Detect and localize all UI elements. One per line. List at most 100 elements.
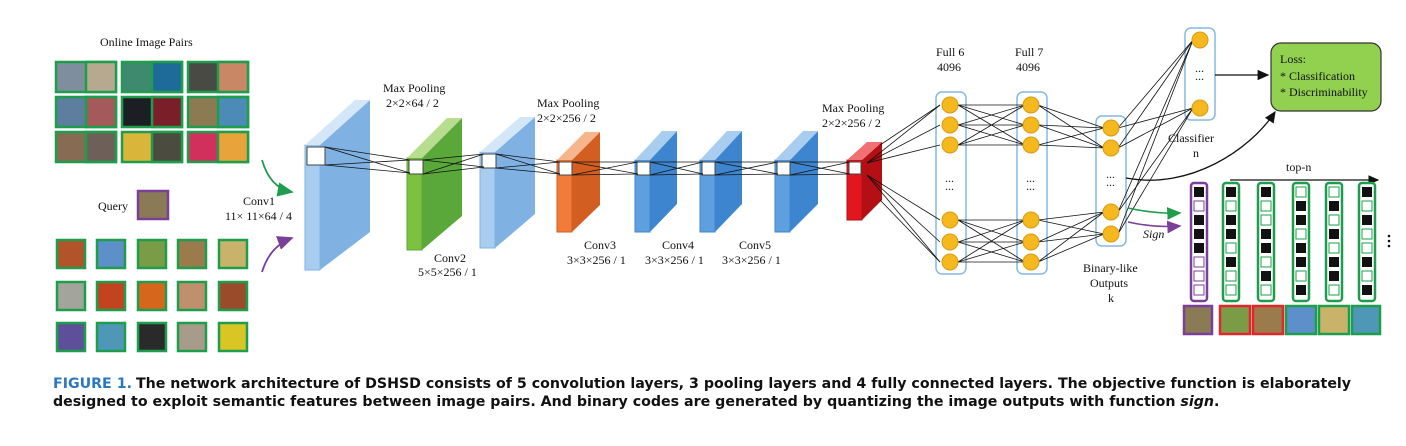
conv2b-block [479, 117, 535, 249]
retrieved-image [1317, 304, 1351, 336]
fc7-node [1022, 116, 1040, 134]
classifier-n: n [1193, 146, 1199, 160]
fc7-node [1022, 233, 1040, 251]
database-image [136, 321, 168, 353]
conv1-label: Conv1 [243, 194, 275, 208]
fc6-ellipsis: ... [945, 179, 954, 193]
retrieved-hash-code [1357, 181, 1377, 303]
conv3-label: Conv3 [584, 238, 616, 252]
conv1-spec: 11× 11×64 / 4 [225, 209, 292, 223]
loss-item-classification: * Classification [1280, 69, 1355, 83]
binary-node [1102, 225, 1120, 243]
database-image [136, 280, 168, 312]
database-image [55, 321, 87, 353]
binary-ellipsis: ... [1106, 167, 1115, 181]
retrieved-image [1350, 304, 1382, 336]
full6-size: 4096 [937, 60, 961, 74]
binary-ellipsis: ... [1106, 175, 1115, 189]
fc7-node [1022, 96, 1040, 114]
image-pair-thumb [120, 60, 184, 94]
query-label: Query [98, 199, 128, 213]
image-pair-thumb [186, 130, 250, 164]
sign-arrow-green [1127, 207, 1182, 220]
pool2-spec: 2×2×256 / 2 [537, 111, 596, 125]
database-image [95, 321, 127, 353]
binary-outputs-k: k [1108, 291, 1114, 305]
image-pair-thumb [54, 95, 118, 129]
fc-connection-lines [866, 39, 1194, 263]
more-codes-ellipsis-icon [1387, 234, 1391, 248]
retrieved-hash-code [1324, 181, 1344, 303]
retrieved-images-row [1182, 304, 1382, 336]
database-image [176, 321, 208, 353]
fc7-node [1022, 211, 1040, 229]
loss-item-discriminability: * Discriminability [1280, 85, 1368, 99]
full6-label: Full 6 [936, 45, 964, 59]
retrieved-query-image [1182, 304, 1214, 336]
binary-outputs-label-1: Binary-like [1083, 261, 1138, 275]
fc-nodes [941, 31, 1209, 271]
image-pair-thumb [186, 95, 250, 129]
sign-label: Sign [1143, 227, 1164, 241]
image-pair-thumb [54, 60, 118, 94]
binary-node [1102, 203, 1120, 221]
database-image [136, 238, 168, 270]
classifier-ellipsis: ... [1195, 61, 1204, 75]
full7-label: Full 7 [1015, 45, 1043, 59]
fc7-node [1022, 136, 1040, 154]
conv2-spec: 5×5×256 / 1 [418, 265, 477, 279]
retrieved-image [1251, 304, 1285, 336]
figure-caption: FIGURE 1.The network architecture of DSH… [53, 375, 1373, 411]
retrieved-hash-code [1221, 181, 1241, 303]
conv2-block [406, 118, 462, 251]
fc6-node [941, 116, 959, 134]
full6-layer-box [935, 91, 967, 275]
binary-to-loss-arrow [1125, 110, 1276, 181]
fc6-node [941, 253, 959, 271]
pool3-block [846, 142, 882, 221]
database-image [176, 238, 208, 270]
caption-period: . [1214, 394, 1220, 410]
database-images-grid [55, 238, 249, 353]
online-image-pairs-grid [54, 60, 250, 164]
database-image [217, 238, 249, 270]
conv2-label: Conv2 [434, 251, 466, 265]
caption-sign-word: sign [1180, 394, 1214, 410]
kernel-projection-lines [324, 146, 851, 176]
conv3-block [556, 132, 600, 233]
classifier-node [1191, 99, 1209, 117]
pairs-input-arrow [261, 159, 294, 197]
sign-arrow-purple [1127, 220, 1182, 234]
top-n-label: top-n [1286, 160, 1311, 174]
classifier-label: Classifier [1168, 131, 1214, 145]
fc7-ellipsis: ... [1026, 179, 1035, 193]
classifier-node [1191, 31, 1209, 49]
fc6-node [941, 96, 959, 114]
conv5b-block [774, 131, 818, 233]
online-image-pairs-label: Online Image Pairs [100, 35, 193, 49]
image-pair-thumb [120, 130, 184, 164]
database-image [55, 238, 87, 270]
database-image [217, 321, 249, 353]
fc7-node [1022, 253, 1040, 271]
conv4-spec: 3×3×256 / 1 [645, 253, 704, 267]
conv4-label: Conv4 [662, 238, 694, 252]
full7-layer-box [1016, 91, 1048, 275]
network-diagram: Online Image Pairs Query Conv1 11× 11×64… [54, 27, 1391, 353]
conv1-block [304, 100, 370, 271]
database-image [176, 280, 208, 312]
database-image [95, 280, 127, 312]
retrieved-image [1218, 304, 1252, 336]
binary-outputs-label-2: Outputs [1090, 276, 1128, 290]
classifier-layer-box [1184, 27, 1216, 121]
retrieved-image [1284, 304, 1318, 336]
binary-node [1102, 139, 1120, 157]
loss-box [1270, 42, 1382, 112]
pool3-label: Max Pooling [822, 101, 884, 115]
conv4-block [634, 131, 677, 233]
retrieved-hash-code [1256, 181, 1276, 303]
retrieved-hash-code [1291, 181, 1311, 303]
pool1-spec: 2×2×64 / 2 [386, 96, 439, 110]
loss-title: Loss: [1280, 52, 1306, 66]
caption-text: The network architecture of DSHSD consis… [53, 376, 1352, 410]
